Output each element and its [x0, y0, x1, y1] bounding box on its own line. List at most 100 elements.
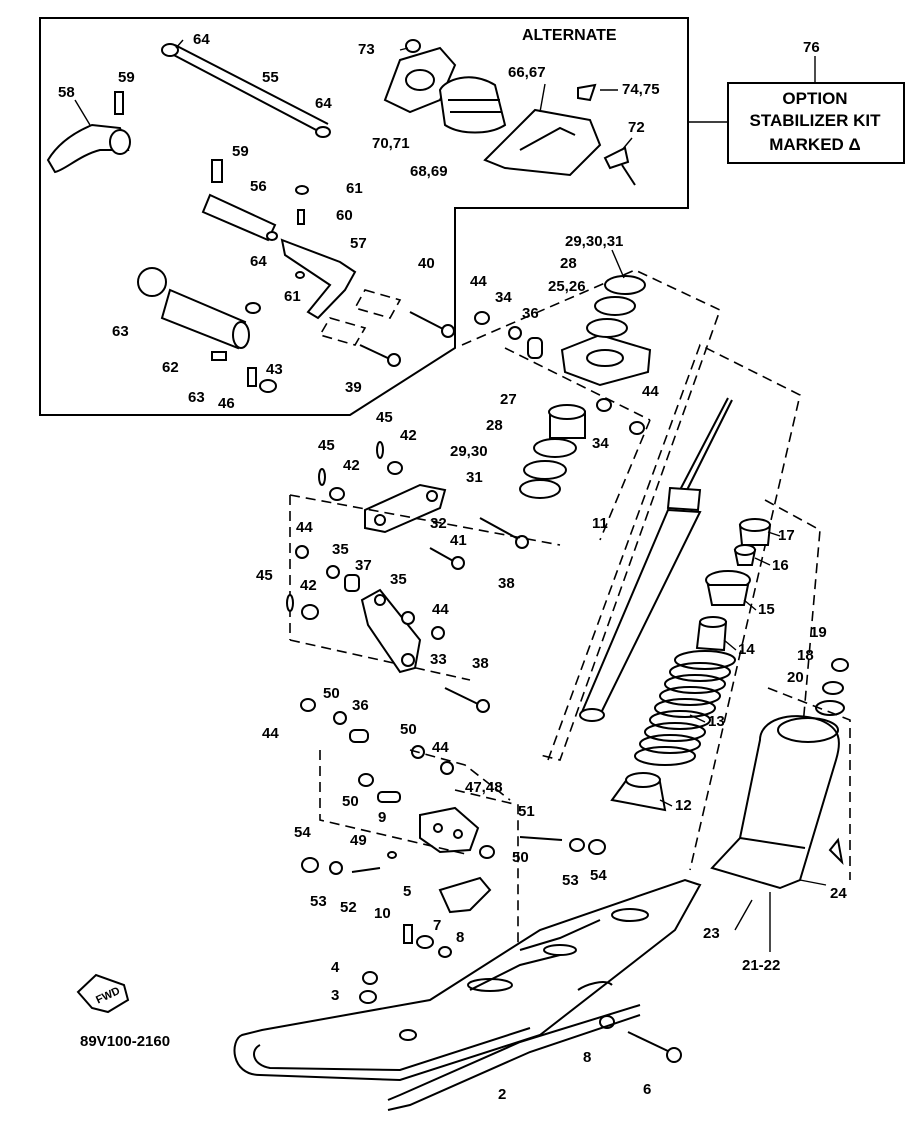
option-line-2: STABILIZER KIT [750, 111, 882, 130]
collar-36-lower [349, 729, 369, 743]
callout-10: 10 [374, 905, 391, 922]
callout-60: 60 [336, 207, 353, 224]
lower-dashed-2 [409, 749, 511, 801]
callout-35-a: 35 [332, 541, 349, 558]
callout-42-a: 42 [400, 427, 417, 444]
callout-72: 72 [628, 119, 645, 136]
nut-42-top [387, 461, 403, 475]
leader-lines [74, 39, 827, 952]
spring-63-lower [211, 351, 227, 361]
bushing-50-c [358, 773, 374, 787]
arm-57-part [280, 238, 357, 320]
callout-58: 58 [58, 84, 75, 101]
washer-8-upper [438, 946, 452, 958]
bushing-50-d [479, 845, 495, 859]
lever-58-part [46, 123, 131, 174]
callout-49: 49 [350, 832, 367, 849]
callout-55: 55 [262, 69, 279, 86]
callout-45-a: 45 [376, 409, 393, 426]
bolt-24 [828, 837, 844, 865]
callout-44-d: 44 [432, 601, 449, 618]
option-line-3: MARKED Δ [769, 135, 861, 154]
callout-40: 40 [418, 255, 435, 272]
bracket-dashed [353, 289, 402, 319]
callout-44-c: 44 [296, 519, 313, 536]
callout-32: 32 [430, 515, 447, 532]
washer-20 [815, 700, 845, 716]
bolt-40-part [409, 311, 455, 338]
callout-45-c: 45 [256, 567, 273, 584]
nut-44-b [440, 761, 454, 775]
callout-61-b: 61 [284, 288, 301, 305]
callout-31-a: 31 [466, 469, 483, 486]
dash-box-bottom [289, 639, 471, 681]
washer-53-right [569, 838, 585, 852]
callout-42-c: 42 [300, 577, 317, 594]
arm-32 [364, 483, 447, 534]
callout-54-a: 54 [294, 824, 311, 841]
bushing-50-a [333, 711, 347, 725]
bolt-52 [351, 867, 381, 873]
callout-64-a: 64 [193, 31, 210, 48]
shock-dashed-outline-2 [547, 343, 801, 871]
callout-28-a: 28 [560, 255, 577, 272]
nut-44-lower [300, 698, 316, 712]
mount-25-26 [560, 333, 652, 387]
bushing-34-mid [596, 398, 612, 412]
washer-29-30-31-top [604, 275, 646, 295]
callout-8-a: 8 [456, 929, 464, 946]
lower-dashed-3 [454, 789, 519, 960]
callout-59-b: 59 [232, 143, 249, 160]
nut-54-right [588, 839, 606, 855]
alternate-label: ALTERNATE [522, 27, 617, 44]
nut-73 [405, 39, 421, 53]
callout-63-a: 63 [112, 323, 129, 340]
callout-28-b: 28 [486, 417, 503, 434]
bushing-28-top [586, 318, 628, 338]
callout-33: 33 [430, 651, 447, 668]
washer-61-upper [295, 185, 309, 195]
callout-42-b: 42 [343, 457, 360, 474]
callout-29-30-31-a: 29,30,31 [565, 233, 623, 250]
housing-dashed [767, 687, 851, 880]
bracket-dashed-2 [318, 317, 367, 346]
callout-11: 11 [592, 515, 608, 532]
callout-41: 41 [450, 532, 467, 549]
callout-20: 20 [787, 669, 804, 686]
ski-2 [233, 878, 702, 1111]
bolt-51 [519, 836, 563, 841]
callout-74-75: 74,75 [622, 81, 660, 98]
pin-60 [297, 209, 305, 225]
bolt-72-part [603, 146, 636, 186]
callout-73: 73 [358, 41, 375, 58]
callout-16: 16 [772, 557, 789, 574]
callout-56: 56 [250, 178, 267, 195]
housing-21-22-23 [710, 715, 840, 890]
callout-29-30: 29,30 [450, 443, 488, 460]
callout-12: 12 [675, 797, 692, 814]
option-stabilizer-box [727, 82, 905, 164]
callouts: 64 59 55 58 64 73 66,67 74,75 72 70,71 6… [58, 31, 847, 1103]
callout-39: 39 [345, 379, 362, 396]
callout-5: 5 [403, 883, 411, 900]
callout-15: 15 [758, 601, 775, 618]
callout-76: 76 [803, 39, 820, 56]
stopper-14 [695, 616, 728, 652]
callout-68-69: 68,69 [410, 163, 448, 180]
callout-57: 57 [350, 235, 367, 252]
collar-16 [733, 544, 757, 566]
nut-44-right [431, 626, 445, 640]
callout-36-b: 36 [352, 697, 369, 714]
pin-46 [247, 367, 257, 387]
collar-9 [377, 791, 401, 803]
clip-74-75 [577, 83, 597, 102]
callout-66-67: 66,67 [508, 64, 546, 81]
callout-50-b: 50 [400, 721, 417, 738]
pin-59-upper [114, 91, 124, 115]
callout-54-b: 54 [590, 867, 607, 884]
washer-53-left [329, 861, 343, 875]
spring-seat-12 [610, 772, 667, 812]
callout-45-b: 45 [318, 437, 335, 454]
shock-absorber-11 [579, 397, 733, 722]
